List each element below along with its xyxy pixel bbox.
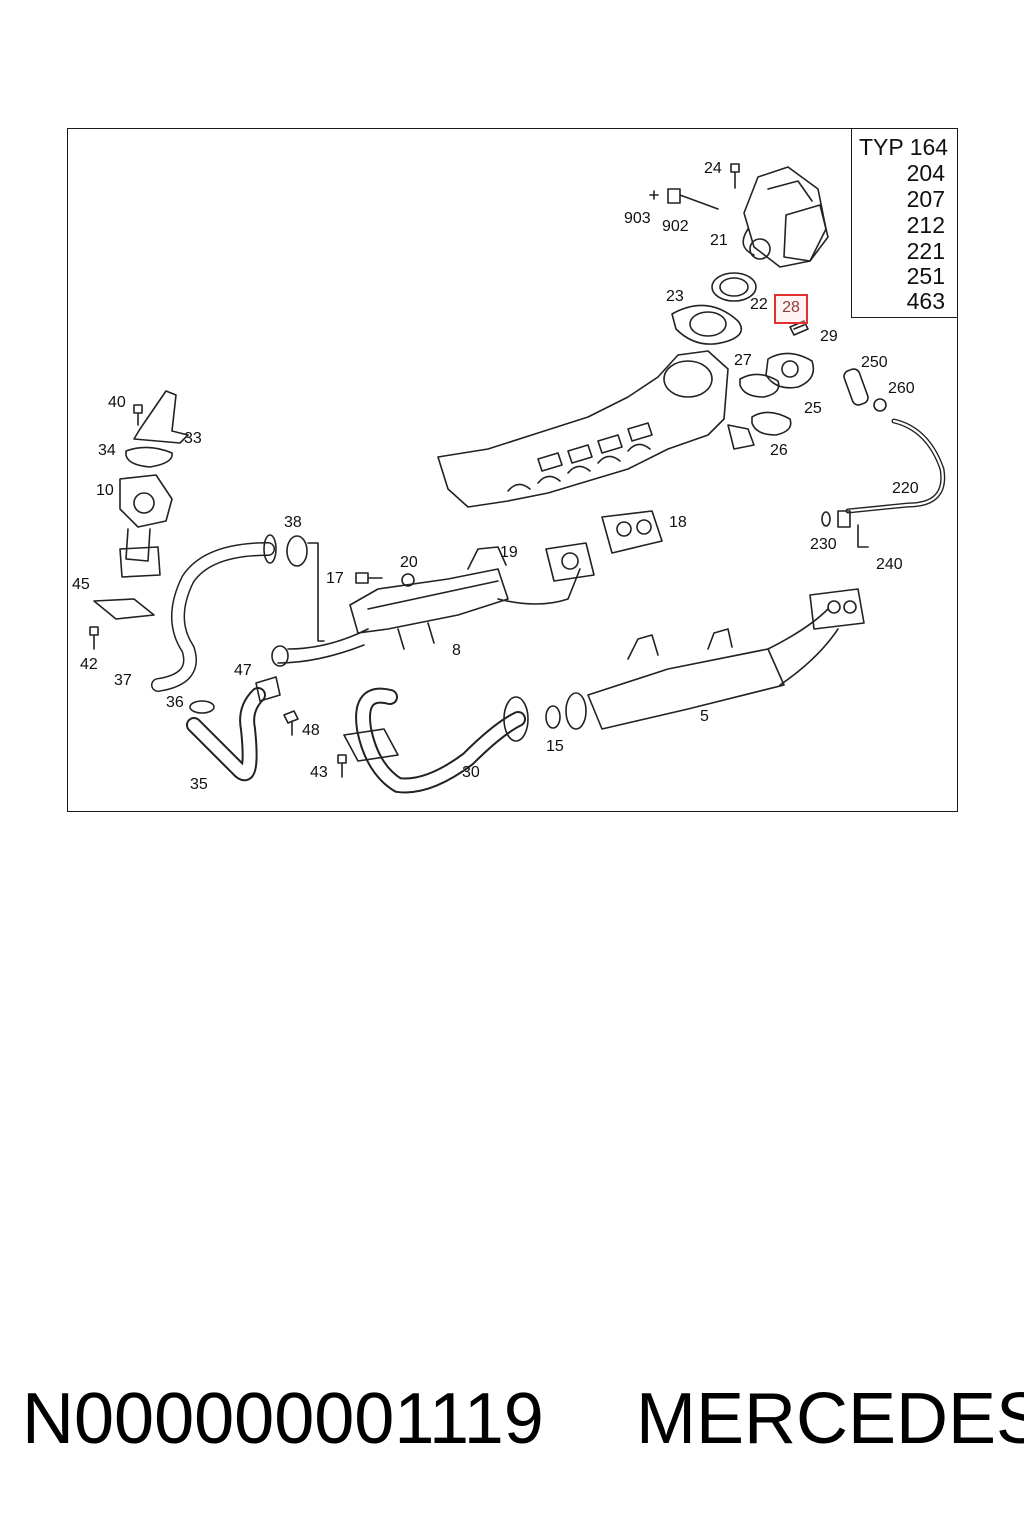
gasket-18 (601, 510, 663, 554)
callout-260: 260 (888, 380, 915, 397)
pin-903 (649, 190, 659, 200)
callout-5: 5 (700, 708, 709, 725)
callout-23: 23 (666, 288, 684, 305)
type-code: 207 (906, 186, 945, 212)
type-code: 251 (906, 263, 945, 289)
sleeve-250 (843, 368, 869, 406)
brand-name: MERCEDES (636, 1379, 1024, 1459)
gasket-22 (711, 272, 757, 302)
type-code: 212 (906, 212, 945, 238)
type-applicability-box: TYP 164 204 207 212 221 251 463 (851, 128, 958, 318)
callout-33: 33 (184, 430, 202, 447)
callout-22: 22 (750, 296, 768, 313)
part-number: N000000001119 (22, 1379, 544, 1459)
egr-valve-21 (742, 166, 829, 268)
flange-19 (545, 542, 595, 582)
highlighted-callout-28: 28 (774, 294, 808, 324)
flange-25 (765, 352, 815, 389)
callout-220: 220 (892, 480, 919, 497)
callout-48: 48 (302, 722, 320, 739)
callout-26: 26 (770, 442, 788, 459)
callout-20: 20 (400, 554, 418, 571)
bolt-48 (283, 710, 299, 736)
callout-45: 45 (72, 576, 90, 593)
callout-35: 35 (190, 776, 208, 793)
callout-24: 24 (704, 160, 722, 177)
footer: N000000001119 MERCEDES (0, 1376, 1024, 1466)
type-header: TYP 164 (859, 134, 949, 160)
egr-cooler-5 (565, 588, 865, 730)
callout-28: 28 (782, 299, 800, 316)
exploded-view-drawing: 24 903 902 21 23 22 29 27 250 260 25 26 … (72, 160, 946, 794)
callout-250: 250 (861, 354, 888, 371)
washer-230 (821, 511, 831, 527)
callout-18: 18 (669, 514, 687, 531)
gasket-47 (255, 676, 281, 702)
fitting-260 (873, 398, 887, 412)
ring-38 (286, 535, 308, 567)
gasket-23 (671, 304, 743, 345)
callout-8: 8 (452, 642, 461, 659)
callout-240: 240 (876, 556, 903, 573)
callout-19: 19 (500, 544, 518, 561)
connector-902 (667, 188, 719, 210)
callout-27: 27 (734, 352, 752, 369)
callout-37: 37 (114, 672, 132, 689)
ring-36 (189, 700, 215, 714)
bolt-24 (730, 163, 740, 189)
callout-38: 38 (284, 514, 302, 531)
callout-25: 25 (804, 400, 822, 417)
callout-15: 15 (546, 738, 564, 755)
callout-36: 36 (166, 694, 184, 711)
callout-43: 43 (310, 764, 328, 781)
callout-47: 47 (234, 662, 252, 679)
callout-10: 10 (96, 482, 114, 499)
bolt-43 (337, 754, 347, 778)
gasket-26 (751, 411, 792, 436)
callout-230: 230 (810, 536, 837, 553)
bolt-240 (837, 510, 851, 528)
callout-903: 903 (624, 210, 651, 227)
egr-cooler-8 (271, 546, 581, 667)
flange-45 (93, 598, 155, 620)
type-code: 463 (906, 288, 945, 314)
bolt-40 (133, 404, 143, 426)
gasket-34 (125, 446, 173, 468)
bolt-17 (355, 572, 383, 584)
type-code: 221 (906, 238, 945, 264)
callout-40: 40 (108, 394, 126, 411)
callout-17: 17 (326, 570, 344, 587)
bracket-33 (133, 390, 189, 444)
type-code: 204 (906, 160, 945, 186)
ring-15 (545, 705, 561, 729)
gasket-27 (739, 373, 780, 398)
callout-902: 902 (662, 218, 689, 235)
bolt-42 (89, 626, 99, 650)
callout-labels: 24 903 902 21 23 22 29 27 250 260 25 26 … (72, 160, 919, 793)
parts-diagram: 24 903 902 21 23 22 29 27 250 260 25 26 … (67, 128, 958, 812)
callout-21: 21 (710, 232, 728, 249)
pipe-220 (845, 418, 946, 514)
callout-42: 42 (80, 656, 98, 673)
callout-29: 29 (820, 328, 838, 345)
callout-30: 30 (462, 764, 480, 781)
egr-valve-10 (119, 474, 173, 578)
callout-34: 34 (98, 442, 116, 459)
ring-20 (401, 573, 415, 587)
intake-manifold (437, 350, 755, 508)
